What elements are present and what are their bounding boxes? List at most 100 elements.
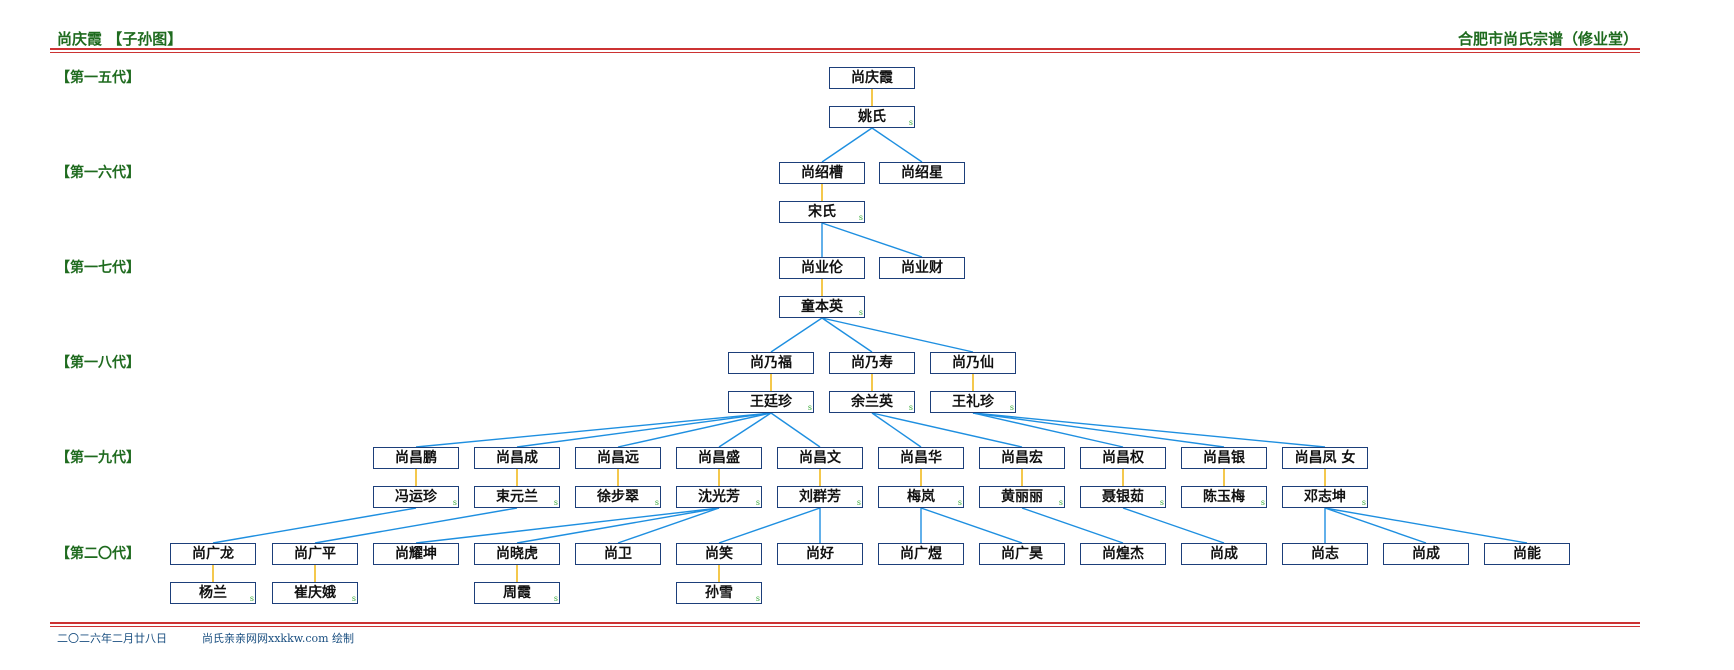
footer-date: 二〇二六年二月廿八日: [57, 632, 167, 645]
spouse-marker: s: [807, 403, 812, 412]
spouse-marker: s: [553, 594, 558, 603]
spouse-marker: s: [351, 594, 356, 603]
descent-link: [516, 507, 720, 544]
descent-link: [718, 412, 772, 448]
person-box[interactable]: 尚乃仙: [930, 352, 1016, 374]
spouse-name: 杨兰: [199, 585, 227, 601]
person-box[interactable]: 尚晓虎: [474, 543, 560, 565]
spouse-name: 孙雪: [705, 585, 733, 601]
spouse-marker: s: [908, 403, 913, 412]
spouse-name: 聂银茹: [1102, 489, 1144, 505]
person-box[interactable]: 尚乃福: [728, 352, 814, 374]
spouse-name: 梅岚: [907, 489, 935, 505]
descent-link: [920, 507, 1023, 544]
person-box[interactable]: 尚昌文: [777, 447, 863, 469]
person-box[interactable]: 尚广平: [272, 543, 358, 565]
descent-link: [415, 412, 772, 448]
descent-link: [821, 222, 923, 258]
spouse-marker: s: [755, 498, 760, 507]
descent-link: [314, 507, 518, 544]
person-box[interactable]: 尚耀坤: [373, 543, 459, 565]
person-box[interactable]: 尚笑: [676, 543, 762, 565]
person-box[interactable]: 尚成: [1383, 543, 1469, 565]
spouse-marker: s: [1361, 498, 1366, 507]
person-box[interactable]: 尚好: [777, 543, 863, 565]
spouse-marker: s: [858, 213, 863, 222]
spouse-name: 束元兰: [496, 489, 538, 505]
spouse-marker: s: [553, 498, 558, 507]
spouse-name: 冯运珍: [395, 489, 437, 505]
generation-label-20: 【第二〇代】: [56, 546, 140, 562]
person-box[interactable]: 尚昌远: [575, 447, 661, 469]
spouse-name: 刘群芳: [799, 489, 841, 505]
person-box[interactable]: 尚乃寿: [829, 352, 915, 374]
person-box[interactable]: 尚志: [1282, 543, 1368, 565]
spouse-name: 周霞: [503, 585, 531, 601]
person-box[interactable]: 尚能: [1484, 543, 1570, 565]
top-divider: [50, 48, 1640, 50]
person-box[interactable]: 尚昌盛: [676, 447, 762, 469]
spouse-marker: s: [957, 498, 962, 507]
person-box[interactable]: 尚昌权: [1080, 447, 1166, 469]
chart-title: 尚庆霞 【子孙图】: [57, 30, 183, 48]
person-box[interactable]: 尚昌成: [474, 447, 560, 469]
spouse-box[interactable]: 周霞 s: [474, 582, 560, 604]
person-box[interactable]: 尚煌杰: [1080, 543, 1166, 565]
person-box[interactable]: 尚卫: [575, 543, 661, 565]
spouse-box[interactable]: 邓志坤 s: [1282, 486, 1368, 508]
person-box[interactable]: 尚业伦: [779, 257, 865, 279]
spouse-marker: s: [755, 594, 760, 603]
descent-link: [821, 317, 873, 353]
person-box[interactable]: 尚业财: [879, 257, 965, 279]
spouse-name: 崔庆娥: [294, 585, 336, 601]
descent-link: [821, 317, 974, 353]
spouse-box[interactable]: 孙雪 s: [676, 582, 762, 604]
spouse-name: 邓志坤: [1304, 489, 1346, 505]
person-box[interactable]: 尚绍星: [879, 162, 965, 184]
person-box[interactable]: 尚庆霞: [829, 67, 915, 89]
spouse-box[interactable]: 梅岚 s: [878, 486, 964, 508]
descent-link: [821, 127, 873, 163]
spouse-name: 童本英: [801, 299, 843, 315]
descent-link: [770, 412, 821, 448]
person-box[interactable]: 尚昌宏: [979, 447, 1065, 469]
bottom-divider-thin: [50, 626, 1640, 627]
descent-link: [871, 412, 922, 448]
spouse-marker: s: [1058, 498, 1063, 507]
spouse-box[interactable]: 崔庆娥 s: [272, 582, 358, 604]
spouse-name: 王廷珍: [750, 394, 792, 410]
person-box[interactable]: 尚昌银: [1181, 447, 1267, 469]
person-box[interactable]: 尚昌华: [878, 447, 964, 469]
spouse-box[interactable]: 刘群芳 s: [777, 486, 863, 508]
descent-link: [516, 412, 772, 448]
spouse-box[interactable]: 王廷珍 s: [728, 391, 814, 413]
person-box[interactable]: 尚成: [1181, 543, 1267, 565]
spouse-box[interactable]: 束元兰 s: [474, 486, 560, 508]
descent-link: [1324, 507, 1528, 544]
spouse-marker: s: [654, 498, 659, 507]
person-box[interactable]: 尚广煜: [878, 543, 964, 565]
generation-label-17: 【第一七代】: [56, 260, 140, 276]
person-box[interactable]: 尚昌凤 女: [1282, 447, 1368, 469]
person-box[interactable]: 尚绍槽: [779, 162, 865, 184]
descent-link: [770, 317, 823, 353]
spouse-name: 陈玉梅: [1203, 489, 1245, 505]
generation-label-18: 【第一八代】: [56, 355, 140, 371]
spouse-marker: s: [856, 498, 861, 507]
person-box[interactable]: 尚广昊: [979, 543, 1065, 565]
person-box[interactable]: 尚广龙: [170, 543, 256, 565]
person-box[interactable]: 尚昌鹏: [373, 447, 459, 469]
